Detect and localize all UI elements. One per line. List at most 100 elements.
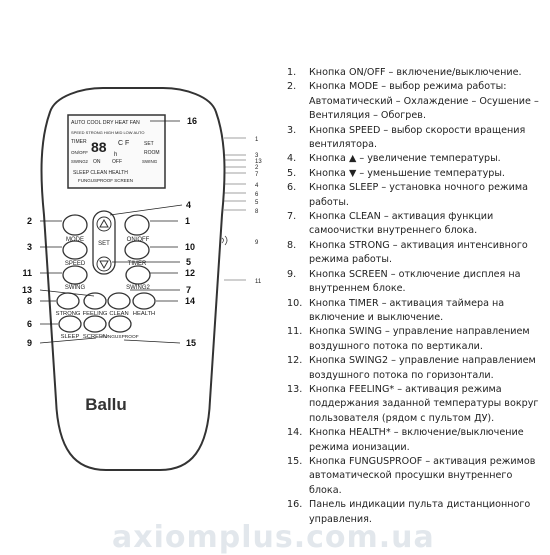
health-button[interactable] <box>132 292 156 310</box>
sleep-button-label: SLEEP <box>61 334 80 340</box>
clean-button-label: CLEAN <box>109 311 128 317</box>
description-number: 4. <box>287 153 297 165</box>
callout-lines <box>39 120 183 344</box>
speed-button[interactable] <box>62 240 88 260</box>
description-item: 7.Кнопка CLEAN – активация функции самоо… <box>287 210 543 239</box>
side-callout-13: 13 <box>255 159 262 165</box>
description-number: 5. <box>287 167 297 179</box>
callout-6: 6 <box>27 319 32 329</box>
description-text: Кнопка TIMER – активация таймера на вклю… <box>309 297 505 323</box>
description-number: 6. <box>287 182 297 194</box>
description-item: 6. Кнопка SLEEP – установка ночного режим… <box>287 181 543 210</box>
side-callout-5: 5 <box>255 200 259 206</box>
side-callout-6: 6 <box>255 192 259 198</box>
lcd-modes: AUTO COOL DRY HEAT FAN <box>71 120 140 126</box>
description-item: 11.Кнопка SWING – управление направление… <box>287 325 543 354</box>
description-text: Кнопка SPEED – выбор скорости вращения в… <box>309 124 526 151</box>
clean-button[interactable] <box>107 292 131 310</box>
description-text: Кнопка SWING – управление направлением в… <box>309 326 530 352</box>
description-number: 8. <box>287 239 297 251</box>
side-callout-lines <box>224 137 246 281</box>
lcd-hour: h <box>114 152 117 158</box>
description-number: 12. <box>287 355 303 367</box>
up-arrow-icon <box>99 218 109 228</box>
swing2-button[interactable] <box>125 265 151 285</box>
swing-button[interactable] <box>62 265 88 285</box>
lcd-panel <box>67 114 166 189</box>
description-item: 14.Кнопка HEALTH* – включение/выключение… <box>287 426 543 455</box>
callout-16: 16 <box>187 116 197 126</box>
description-item: 12. Кнопка SWING2 – управление направлени… <box>287 354 543 383</box>
lcd-digits: 88 <box>91 139 107 155</box>
lcd-swing2: SWING2 <box>71 159 89 164</box>
description-text: Кнопка ON/OFF – включение/выключение. <box>309 67 522 78</box>
callout-14: 14 <box>185 296 195 306</box>
side-callout-7: 7 <box>255 172 259 178</box>
mode-button-label: MODE <box>66 237 84 243</box>
description-number: 9. <box>287 268 297 280</box>
description-text: Кнопка FEELING* – активация режима подде… <box>309 383 539 424</box>
description-item: 13. Кнопка FEELING* – активация режима по… <box>287 383 543 426</box>
description-item: 5.Кнопка ▼ – уменьшение температуры. <box>287 167 543 181</box>
description-item: 10. Кнопка TIMER – активация таймера на в… <box>287 297 543 326</box>
onoff-button[interactable] <box>124 214 150 236</box>
description-text: Кнопка HEALTH* – включение/выключение ре… <box>309 427 524 453</box>
description-number: 3. <box>287 124 297 136</box>
lcd-room: ROOM <box>144 150 160 156</box>
callout-8: 8 <box>27 296 32 306</box>
screen-button[interactable] <box>83 315 107 333</box>
brand-logo: Ballu <box>85 395 127 414</box>
description-item: 1. Кнопка ON/OFF – включение/выключение. <box>287 66 543 80</box>
feeling-button[interactable] <box>83 292 107 310</box>
callout-13: 13 <box>22 285 32 295</box>
description-text: Кнопка CLEAN – активация функции самоочи… <box>309 211 494 237</box>
watermark: axiomplus.com.ua <box>112 520 435 555</box>
swing2-button-label: SWING2 <box>126 285 150 291</box>
side-signal-icon <box>221 235 228 246</box>
callout-9: 9 <box>27 338 32 348</box>
callout-1: 1 <box>185 216 190 226</box>
side-callout-9: 9 <box>255 240 259 246</box>
description-number: 1. <box>287 67 297 78</box>
side-callout-1: 1 <box>255 137 259 143</box>
description-number: 13. <box>287 383 303 395</box>
health-button-label: HEALTH <box>133 311 155 317</box>
description-number: 15. <box>287 455 303 467</box>
callout-3: 3 <box>27 242 32 252</box>
speed-button-label: SPEED <box>65 261 86 267</box>
side-callout-4: 4 <box>255 183 259 189</box>
strong-button[interactable] <box>56 292 80 310</box>
callout-2: 2 <box>27 216 32 226</box>
description-number: 2. <box>287 81 297 93</box>
description-item: 16.Панель индикации пульта дистанционног… <box>287 498 543 527</box>
description-text: Кнопка ▲ – увеличение температуры. <box>309 153 501 165</box>
description-text: Кнопка SWING2 – управление направлением … <box>309 355 536 381</box>
swing-button-label: SWING <box>65 285 86 291</box>
lcd-on: ON <box>93 159 101 165</box>
description-text: Кнопка FUNGUSPROOF – активация режимов а… <box>309 455 536 496</box>
screen-button-label: SCREEN <box>83 334 107 340</box>
fungusproof-button-label: FUNGUSPROOF <box>101 334 138 340</box>
sleep-button[interactable] <box>58 315 82 333</box>
lcd-off: OFF <box>112 159 122 165</box>
strong-button-label: STRONG <box>56 311 81 317</box>
side-callout-11: 11 <box>255 279 262 285</box>
callout-7: 7 <box>186 285 191 295</box>
callout-4: 4 <box>186 200 191 210</box>
description-text: Кнопка MODE – выбор режима работы: Автом… <box>309 81 539 122</box>
callout-5: 5 <box>186 257 191 267</box>
callout-11: 11 <box>22 268 32 278</box>
mode-button[interactable] <box>62 214 88 236</box>
lcd-speeds: SPEED STRONG HIGH MID LOW AUTO <box>71 130 145 135</box>
description-number: 10. <box>287 297 303 309</box>
side-callout-numbers: 1 3 13 2 7 4 6 5 8 9 11 <box>255 137 262 285</box>
set-label: SET <box>98 241 110 247</box>
fungusproof-button[interactable] <box>108 315 132 333</box>
timer-button-label: TIMER <box>128 261 147 267</box>
lcd-set: SET <box>144 141 154 147</box>
description-item: 8.Кнопка STRONG – активация интенсивного… <box>287 239 543 268</box>
description-item: 15. Кнопка FUNGUSPROOF – активация режимо… <box>287 455 543 498</box>
timer-button[interactable] <box>124 240 150 260</box>
description-text: Кнопка SLEEP – установка ночного режима … <box>309 182 529 208</box>
feeling-button-label: FEELING <box>83 311 108 317</box>
